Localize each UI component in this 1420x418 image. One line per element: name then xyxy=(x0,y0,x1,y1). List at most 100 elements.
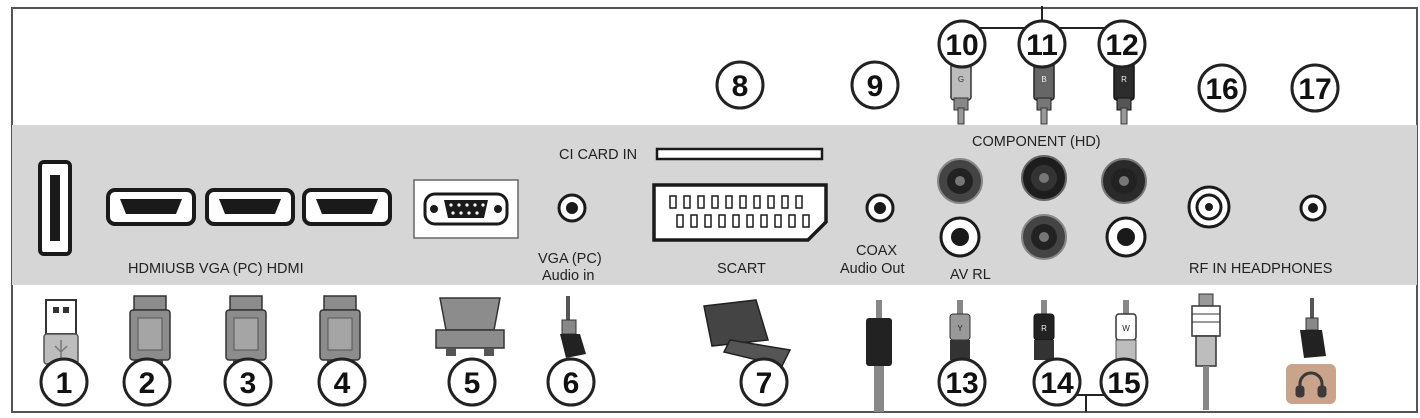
component-hd-label: COMPONENT (HD) xyxy=(972,134,1101,150)
vga-plug xyxy=(435,297,505,356)
svg-text:G: G xyxy=(958,75,964,84)
scart-pin xyxy=(676,214,684,228)
hdmi-plug-1 xyxy=(129,295,171,368)
callout-16: 16 xyxy=(1197,63,1247,113)
headphone-plug xyxy=(1286,298,1336,404)
scart-pin xyxy=(669,195,677,209)
svg-text:W: W xyxy=(1122,324,1130,333)
rca-plug-yellow: Y xyxy=(949,300,971,360)
scart-plug xyxy=(703,299,792,367)
scart-pin xyxy=(774,214,782,228)
av-jack-audio-r[interactable] xyxy=(1021,214,1067,260)
callout-number: 4 xyxy=(334,367,351,400)
callout-number: 9 xyxy=(867,70,884,103)
scart-pin xyxy=(760,214,768,228)
scart-pin xyxy=(690,214,698,228)
callout-9: 9 xyxy=(850,60,900,110)
hdmi-plug-3 xyxy=(319,295,361,368)
component-jack-green[interactable] xyxy=(937,158,983,204)
coax-label-line2: Audio Out xyxy=(840,261,905,277)
scart-pin xyxy=(704,214,712,228)
callout-number: 13 xyxy=(945,367,978,400)
vga-audio-in-jack[interactable] xyxy=(557,193,587,223)
callout-6: 6 xyxy=(546,357,596,407)
hdmi-port-3[interactable] xyxy=(302,188,392,226)
callout-number: 6 xyxy=(563,367,580,400)
callout-14: 14 xyxy=(1032,357,1082,407)
headphones-jack[interactable] xyxy=(1299,194,1327,222)
callout-12: 12 xyxy=(1097,19,1147,69)
hdmi-plug-2 xyxy=(225,295,267,368)
scart-pin xyxy=(767,195,775,209)
callout-17: 17 xyxy=(1290,63,1340,113)
scart-pin xyxy=(711,195,719,209)
scart-port[interactable] xyxy=(652,183,828,242)
component-jack-red[interactable] xyxy=(1101,158,1147,204)
vga-audio-in-label-line1: VGA (PC) xyxy=(538,251,602,267)
callout-number: 17 xyxy=(1298,73,1331,106)
scart-pin xyxy=(739,195,747,209)
rf-in-port[interactable] xyxy=(1187,185,1231,229)
rf-in-headphones-label: RF IN HEADPHONES xyxy=(1189,261,1332,277)
component-jack-blue[interactable] xyxy=(1021,155,1067,201)
hdmi-port-1[interactable] xyxy=(106,188,196,226)
hdmi-usb-vga-label: HDMIUSB VGA (PC) HDMI xyxy=(128,261,304,277)
coax-label-line1: COAX xyxy=(856,243,897,259)
scart-pin xyxy=(781,195,789,209)
hdmi-port-2[interactable] xyxy=(205,188,295,226)
usb-port[interactable] xyxy=(38,160,72,256)
rca-plug-red-bottom: R xyxy=(1033,300,1055,360)
ci-card-slot[interactable] xyxy=(655,147,824,161)
callout-8: 8 xyxy=(715,60,765,110)
av-rl-label: AV RL xyxy=(950,267,991,283)
vga-audio-in-label-line2: Audio in xyxy=(542,268,594,284)
headphones-icon xyxy=(1295,371,1327,398)
scart-pin xyxy=(788,214,796,228)
callout-number: 10 xyxy=(945,29,978,62)
scart-label: SCART xyxy=(717,261,766,277)
scart-pin xyxy=(795,195,803,209)
callout-15: 15 xyxy=(1099,357,1149,407)
svg-text:R: R xyxy=(1121,75,1127,84)
callout-number: 16 xyxy=(1205,73,1238,106)
scart-pin xyxy=(718,214,726,228)
av-jack-audio-l[interactable] xyxy=(1105,216,1147,258)
av-jack-video[interactable] xyxy=(939,216,981,258)
callout-13: 13 xyxy=(937,357,987,407)
headphones-icon-badge xyxy=(1286,364,1336,404)
scart-pin xyxy=(753,195,761,209)
callout-3: 3 xyxy=(223,357,273,407)
scart-pin xyxy=(746,214,754,228)
audio-3-5mm-plug xyxy=(560,296,586,358)
scart-pin xyxy=(725,195,733,209)
rca-plug-white: W xyxy=(1115,300,1137,361)
coax-audio-out-jack[interactable] xyxy=(865,193,895,223)
callout-number: 12 xyxy=(1105,29,1138,62)
callout-number: 5 xyxy=(464,367,481,400)
callout-2: 2 xyxy=(122,357,172,407)
callout-number: 2 xyxy=(139,367,156,400)
callout-number: 7 xyxy=(756,367,773,400)
callout-number: 1 xyxy=(56,367,73,400)
callout-number: 15 xyxy=(1107,367,1140,400)
usb-symbol-icon xyxy=(54,340,68,358)
svg-text:R: R xyxy=(1041,324,1047,333)
vga-port[interactable] xyxy=(413,179,519,239)
scart-pin xyxy=(683,195,691,209)
usb-plug xyxy=(43,299,79,365)
rca-plug-red: R xyxy=(1113,59,1135,125)
callout-number: 8 xyxy=(732,70,749,103)
coax-plug xyxy=(866,300,892,412)
callout-5: 5 xyxy=(447,357,497,407)
callout-10: 10 xyxy=(937,19,987,69)
callout-11: 11 xyxy=(1017,19,1067,69)
ci-card-in-label: CI CARD IN xyxy=(559,147,637,163)
callout-7: 7 xyxy=(739,357,789,407)
callout-number: 3 xyxy=(240,367,257,400)
callout-1: 1 xyxy=(39,357,89,407)
callout-4: 4 xyxy=(317,357,367,407)
callout-number: 11 xyxy=(1026,29,1058,62)
scart-pin xyxy=(697,195,705,209)
scart-pin xyxy=(732,214,740,228)
